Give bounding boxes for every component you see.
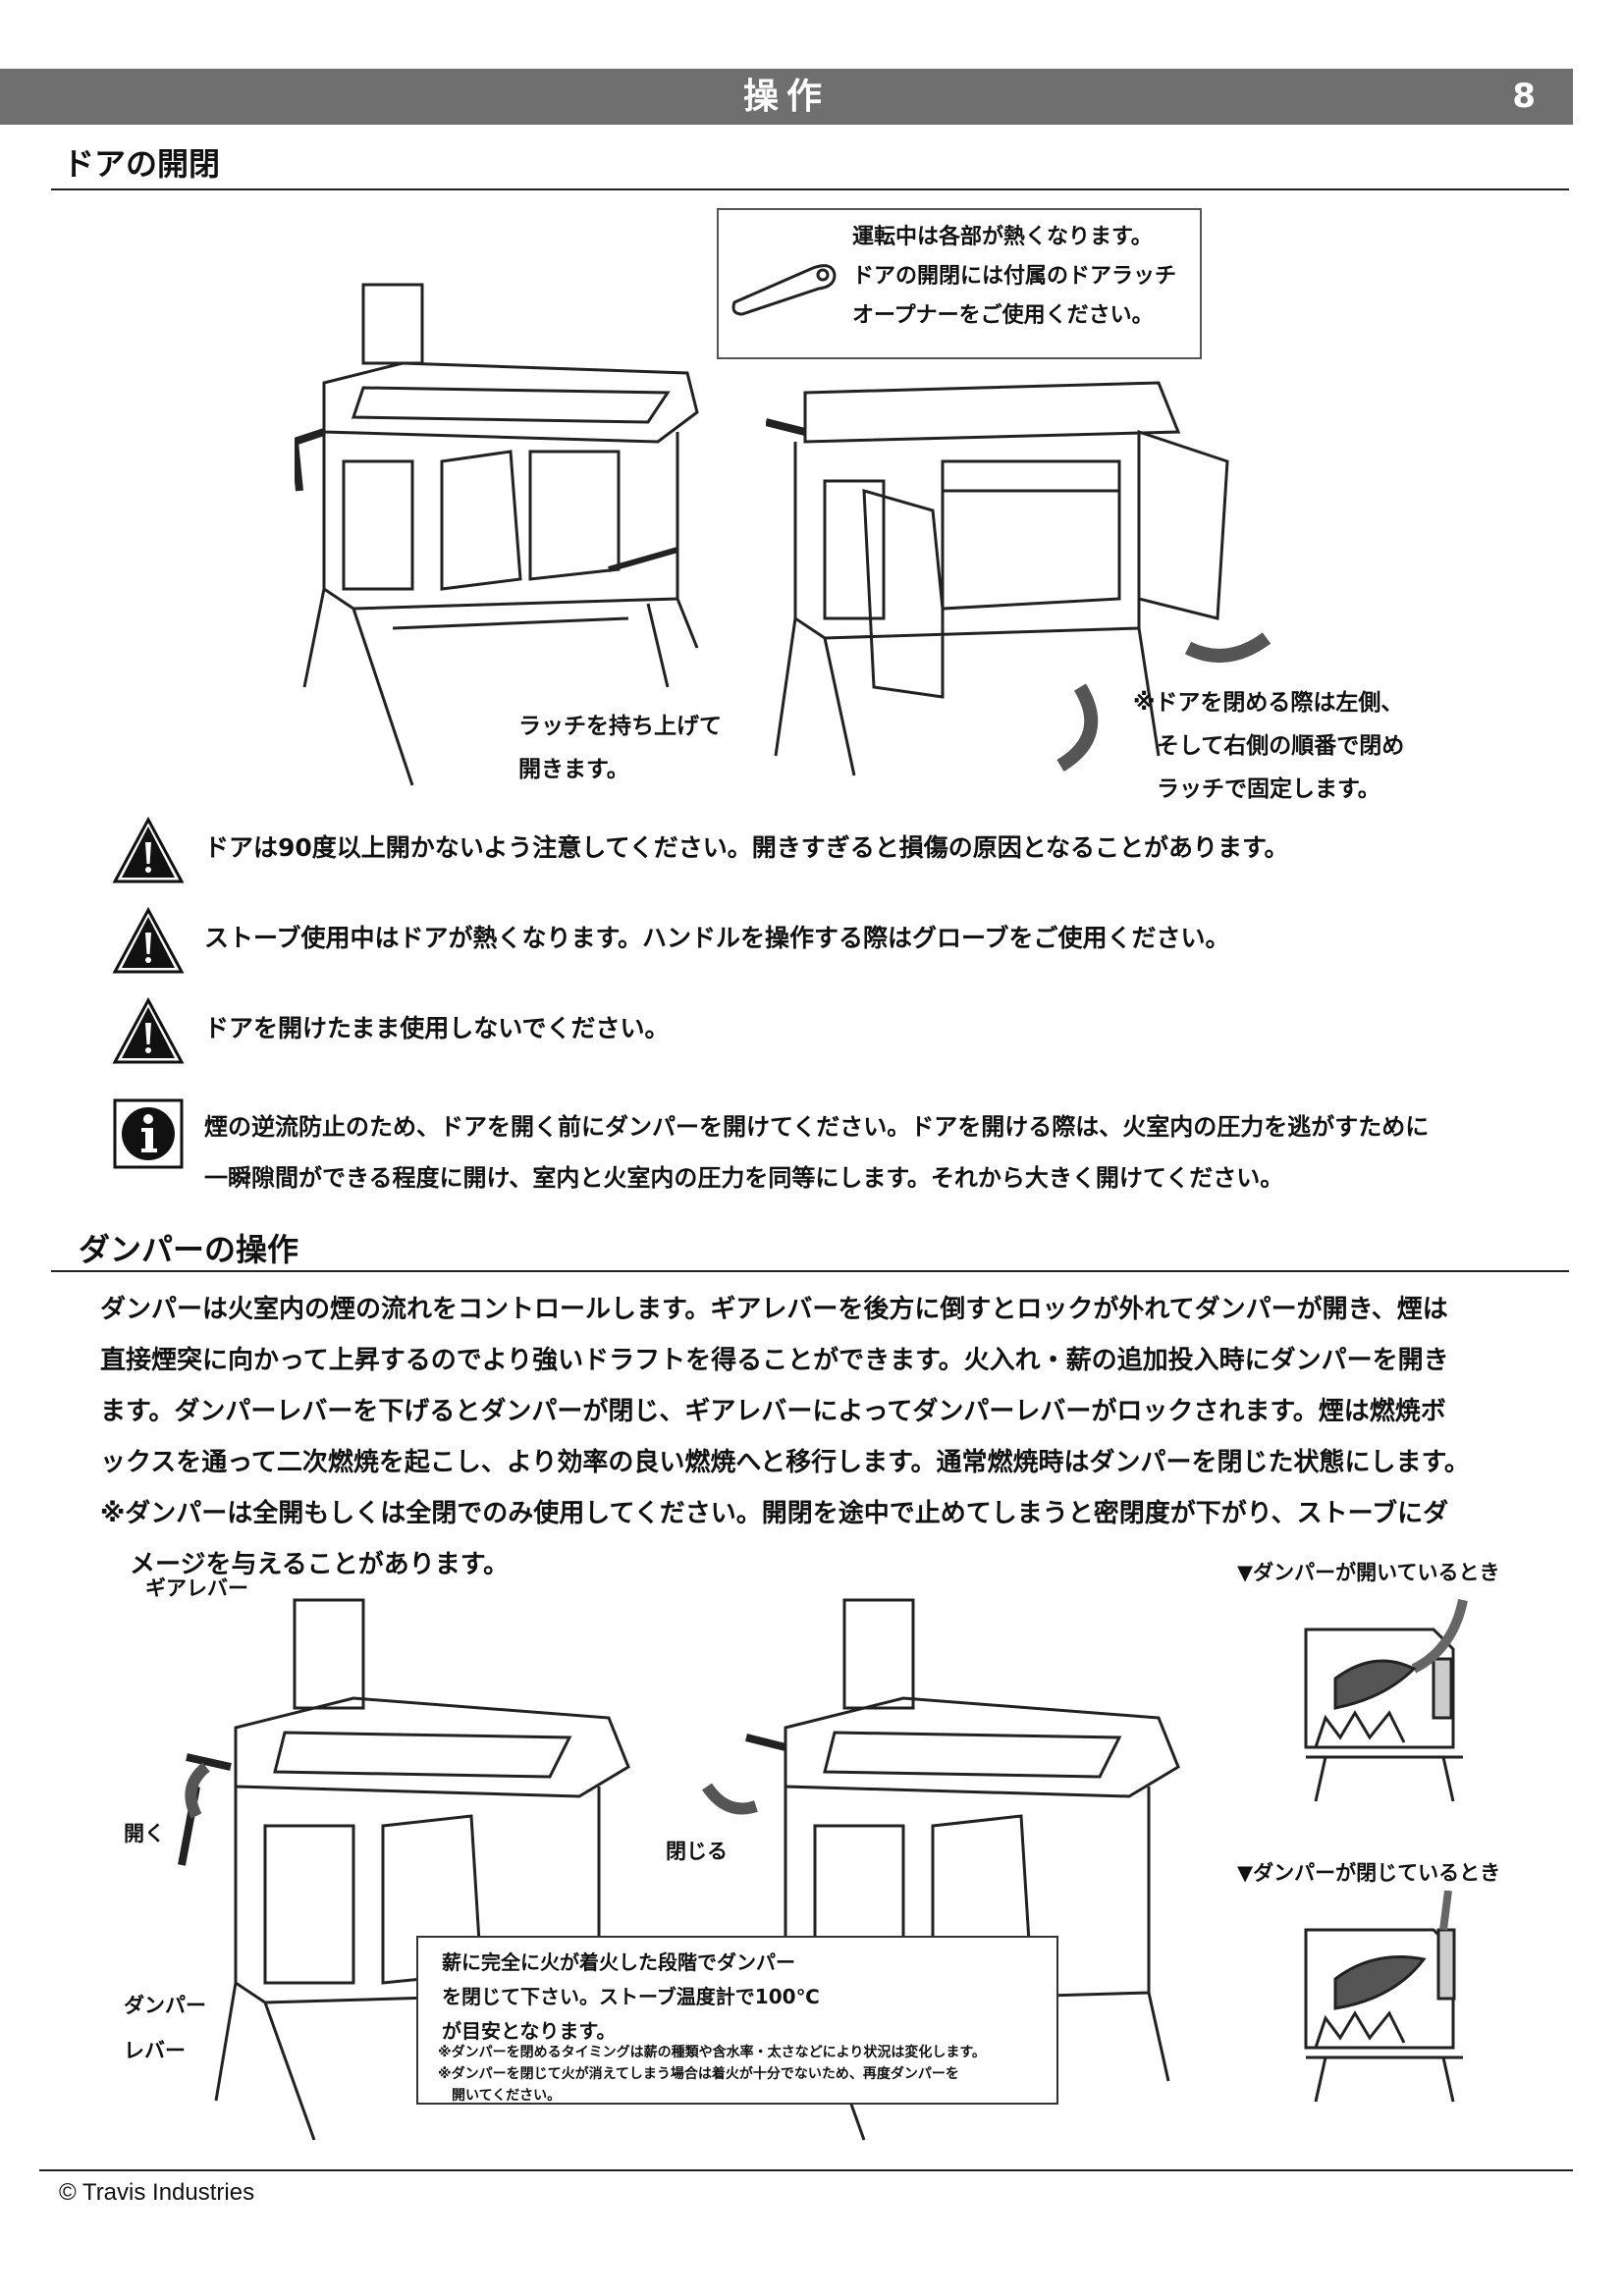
warning-triangle-icon [112,907,185,974]
paragraph-line: 直接煙突に向かって上昇するのでより強いドラフトを得ることができます。火入れ・薪の… [100,1346,1449,1375]
page-header-bar: 操作 8 [0,69,1573,125]
note-small-line: ※ダンパーを閉めるタイミングは薪の種類や含水率・太さなどにより状況は変化します。 [438,2045,986,2060]
callout-line: オープナーをご使用ください。 [852,303,1154,328]
open-label: 開く [124,1822,165,1845]
latch-caption-line: ラッチを持ち上げて [518,714,722,739]
damper-note-box: 薪に完全に火が着火した段階でダンパー を閉じて下さい。ストーブ温度計で100℃ … [416,1936,1058,2105]
close-caption-line: ラッチで固定します。 [1157,776,1380,802]
stove-illustration-closed [295,275,727,805]
paragraph-line: メージを与えることがあります。 [130,1550,510,1579]
info-icon [113,1098,184,1169]
callout-line: 運転中は各部が熱くなります。 [852,225,1153,249]
warning-triangle-icon [112,997,185,1064]
door-latch-callout: 運転中は各部が熱くなります。 ドアの開閉には付属のドアラッチ オープナーをご使用… [717,208,1202,359]
warning-text: ドアを開けたまま使用しないでください。 [204,1014,670,1042]
damper-lever-label: ダンパー レバー [124,1983,206,2073]
damper-closed-label: ▼ダンパーが閉じているとき [1237,1861,1501,1885]
latch-caption-line: 開きます。 [518,757,629,782]
stove-illustration-damper-open [177,1590,638,2150]
warning-text: ドアは90度以上開かないよう注意してください。開きすぎると損傷の原因となることが… [204,833,1289,862]
note-small-line: ※ダンパーを閉じて火が消えてしまう場合は着火が十分でないため、再度ダンパーを [438,2066,959,2082]
page-title: 操作 [742,77,830,117]
note-small-line: 開いてください。 [438,2088,562,2104]
info-text: 煙の逆流防止のため、ドアを開く前にダンパーを開けてください。ドアを開ける際は、火… [204,1101,1429,1203]
close-caption-line: そして右側の順番で閉め [1157,733,1405,759]
close-label: 閉じる [666,1840,728,1863]
paragraph-line: ックスを通って二次燃焼を起こし、より効率の良い燃焼へと移行します。通常燃焼時はダ… [100,1448,1470,1477]
gear-lever-label: ギアレバー [145,1576,248,1600]
damper-closed-cross-section [1296,1891,1492,2107]
warning-triangle-icon [112,817,185,883]
stove-illustration-open [766,363,1276,795]
damper-section-heading: ダンパーの操作 [79,1231,299,1268]
latch-opener-icon [731,264,837,316]
callout-line: ドアの開閉には付属のドアラッチ [852,264,1177,289]
info-line: 一瞬隙間ができる程度に開け、室内と火室内の圧力を同等にします。それから大きく開け… [204,1164,1284,1192]
close-caption-line: ※ドアを閉める際は左側、 [1133,690,1404,716]
damper-open-cross-section [1296,1590,1492,1806]
note-line: が目安となります。 [442,2019,617,2043]
damper-description: ダンパーは火室内の煙の流れをコントロールします。ギアレバーを後方に倒すとロックが… [100,1284,1573,1590]
footer-rule [39,2169,1573,2171]
door-section-heading: ドアの開閉 [63,145,221,183]
copyright: © Travis Industries [59,2179,255,2206]
damper-open-label: ▼ダンパーが開いているとき [1237,1561,1500,1584]
note-line: 薪に完全に火が着火した段階でダンパー [442,1950,795,1974]
damper-lever-label-line: ダンパー [124,1994,206,2017]
paragraph-line: ※ダンパーは全開もしくは全閉でのみ使用してください。開閉を途中で止めてしまうと密… [100,1499,1449,1528]
warning-text: ストーブ使用中はドアが熱くなります。ハンドルを操作する際はグローブをご使用くださ… [204,924,1230,952]
close-order-caption: ※ドアを閉める際は左側、 そして右側の順番で閉め ラッチで固定します。 [1133,681,1404,811]
page-number: 8 [1512,77,1536,116]
door-section-rule [51,188,1569,190]
paragraph-line: ダンパーは火室内の煙の流れをコントロールします。ギアレバーを後方に倒すとロックが… [100,1295,1448,1324]
info-line: 煙の逆流防止のため、ドアを開く前にダンパーを開けてください。ドアを開ける際は、火… [204,1113,1430,1141]
paragraph-line: ます。ダンパーレバーを下げるとダンパーが閉じ、ギアレバーによってダンパーレバーが… [100,1397,1446,1426]
latch-caption: ラッチを持ち上げて 開きます。 [518,705,722,791]
damper-lever-label-line: レバー [124,2039,186,2062]
note-line: を閉じて下さい。ストーブ温度計で100℃ [442,1985,820,2008]
damper-section-rule [51,1270,1569,1272]
